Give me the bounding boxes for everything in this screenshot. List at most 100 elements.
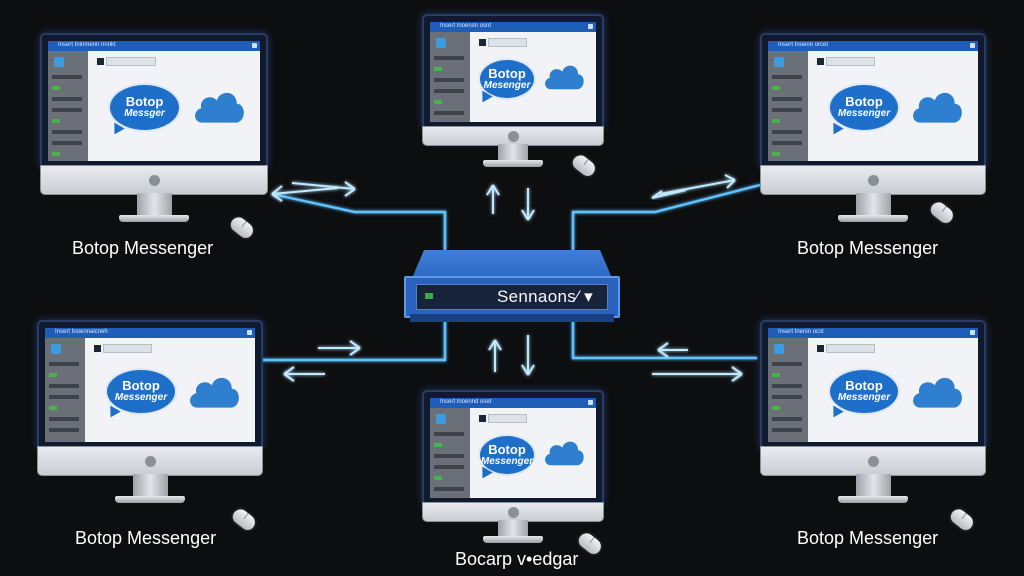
sidebar-item[interactable] [772,75,802,79]
sidebar-item[interactable] [772,130,802,134]
sidebar-item[interactable] [434,443,442,447]
sidebar-item[interactable] [434,465,464,469]
status-led-icon [425,293,433,299]
app-icon [54,57,64,67]
wire-bottom-left [262,312,447,362]
app-sidebar [768,338,808,442]
monitor-chin [760,165,986,195]
arrow-top-left-b [291,181,356,197]
app-icon [774,57,784,67]
sidebar-item[interactable] [434,100,442,104]
sidebar-item[interactable] [434,67,442,71]
sidebar-item[interactable] [49,362,79,366]
close-icon[interactable] [252,43,257,48]
monitor-chin [422,502,604,522]
monitor-chin [422,126,604,146]
sidebar-item[interactable] [52,119,60,123]
app-icon [51,344,61,354]
sidebar-item[interactable] [772,417,802,421]
monitor-stand [498,144,528,160]
switch-base [410,314,614,322]
sidebar-item[interactable] [434,432,464,436]
sidebar-item[interactable] [772,428,802,432]
sidebar-item[interactable] [434,111,464,115]
sidebar-item[interactable] [434,78,464,82]
sidebar-item[interactable] [434,476,442,480]
close-icon[interactable] [588,400,593,405]
sidebar-item[interactable] [434,454,464,458]
sidebar-item[interactable] [52,130,82,134]
wire-bottom-right [571,312,757,360]
cloud-icon [545,65,584,90]
address-field[interactable] [479,38,527,47]
sidebar-item[interactable] [49,395,79,399]
sidebar-item[interactable] [434,56,464,60]
cloud-icon [913,92,962,123]
sidebar-item[interactable] [49,384,79,388]
monitor-stand [137,193,172,215]
cloud-icon [190,377,239,408]
sidebar-item[interactable] [772,119,780,123]
sidebar-item[interactable] [772,86,780,90]
address-field[interactable] [817,57,875,66]
sidebar-item[interactable] [772,141,802,145]
sidebar-item[interactable] [434,487,464,491]
sidebar-item[interactable] [772,384,802,388]
logo-icon [149,175,160,186]
monitor-stand [856,474,891,496]
close-icon[interactable] [970,330,975,335]
sidebar-item[interactable] [49,417,79,421]
sidebar-item[interactable] [49,428,79,432]
app-sidebar [45,338,85,442]
close-icon[interactable] [970,43,975,48]
arrow-bottom-left-b [283,366,325,382]
sidebar-item[interactable] [772,108,802,112]
sidebar-item[interactable] [772,362,802,366]
cloud-icon [913,377,962,408]
sidebar-item[interactable] [772,152,780,156]
bubble-subtitle: Messenger [480,455,534,467]
arrow-bottom-right-b [652,366,743,382]
sidebar-item[interactable] [52,108,82,112]
sidebar-item[interactable] [772,373,780,377]
titlebar-text: Insert Ininmenn nnnkt [58,42,116,48]
monitor-foot [838,496,908,503]
sidebar-item[interactable] [772,406,780,410]
app-icon [774,344,784,354]
sidebar-item[interactable] [52,152,60,156]
arrow-bottom-right-a [657,342,688,358]
node-caption: Botop Messenger [75,528,217,548]
close-icon[interactable] [247,330,252,335]
address-field[interactable] [479,414,527,423]
sidebar-item[interactable] [52,86,60,90]
app-titlebar: Insert Inoenn orcet [768,41,978,51]
address-field[interactable] [97,57,156,66]
sidebar-item[interactable] [49,406,57,410]
switch-display: Sennaons⁄ ▾ [416,284,608,310]
logo-icon [508,507,519,518]
sidebar-item[interactable] [52,75,82,79]
sidebar-item[interactable] [434,89,464,93]
bubble-subtitle: Messenger [837,108,891,120]
app-sidebar [430,32,470,122]
sidebar-item[interactable] [772,97,802,101]
sidebar-item[interactable] [52,97,82,101]
bubble-subtitle: Messenger [837,392,891,404]
bubble-title: Botop [488,441,526,457]
close-icon[interactable] [588,24,593,29]
address-field[interactable] [94,344,152,353]
titlebar-text: Insert Inoensn osnt [440,23,492,29]
sidebar-item[interactable] [772,395,802,399]
address-field[interactable] [817,344,875,353]
sidebar-item[interactable] [49,373,57,377]
sidebar-item[interactable] [52,141,82,145]
arrow-bottom-center-down [521,335,535,376]
